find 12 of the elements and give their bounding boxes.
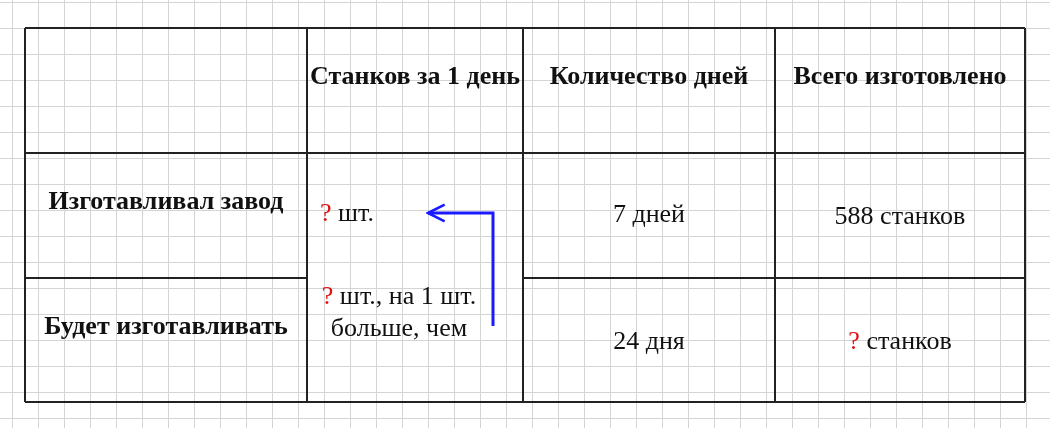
row-header: Будет изготавливать — [44, 311, 288, 340]
cell-text: 7 дней — [612, 199, 686, 228]
cell-text: ? станков — [775, 325, 1025, 357]
cell-text: 588 станков — [834, 201, 966, 230]
column-header: Станков за 1 день — [310, 61, 520, 90]
cell-text: 24 дня — [613, 326, 685, 355]
column-header: Всего изготовлено — [793, 61, 1007, 90]
column-header: Количество дней — [549, 61, 749, 90]
cell-text: ? шт. — [320, 197, 428, 229]
row-header: Изготавливал завод — [48, 186, 284, 215]
cell-text: ? шт., на 1 шт. больше, чем — [305, 280, 493, 344]
arrow — [426, 203, 495, 328]
